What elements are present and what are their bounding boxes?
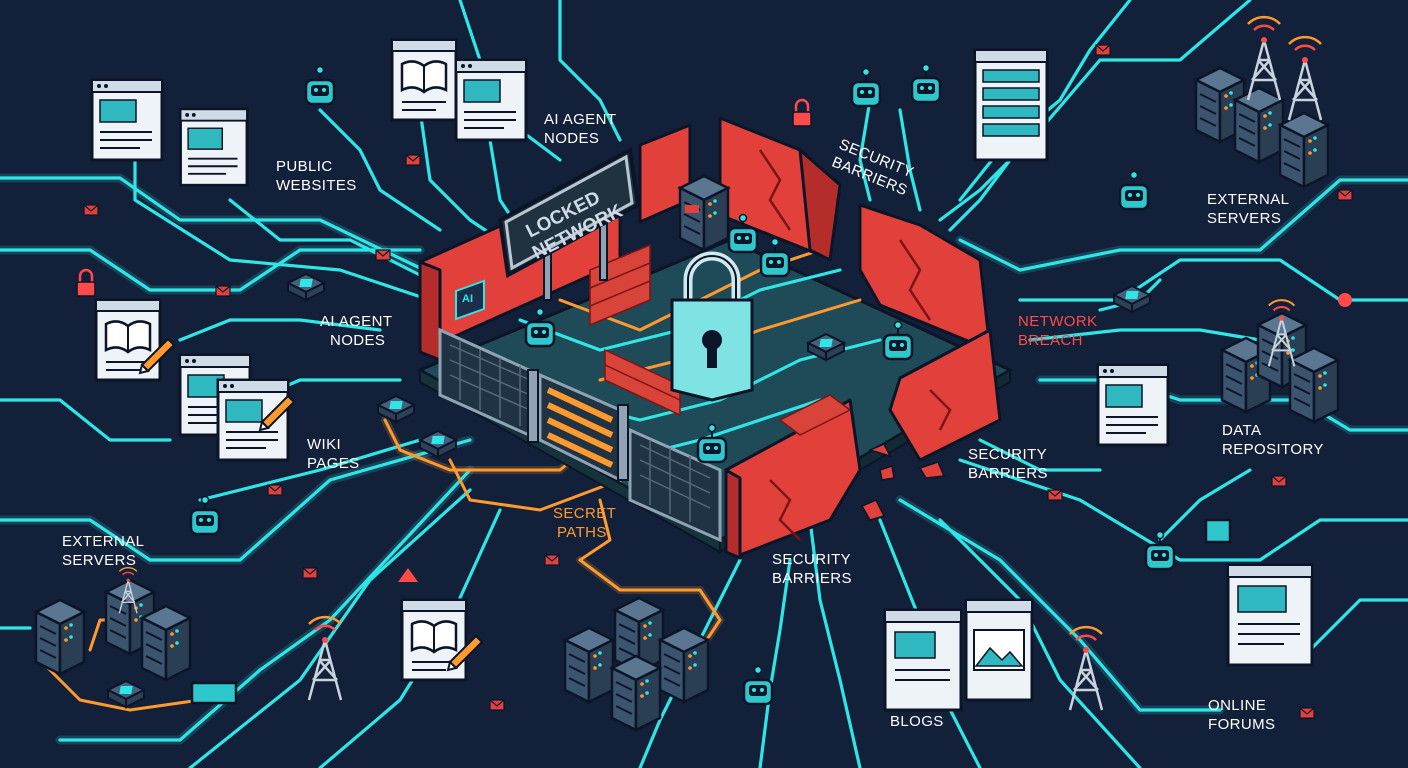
server-rack-icon xyxy=(140,604,192,682)
envelope-icon xyxy=(1271,475,1287,487)
locked-network-enclosure: AI xyxy=(377,116,1014,560)
robot-icon xyxy=(1118,170,1150,211)
envelope-icon xyxy=(1299,707,1315,719)
robot-icon xyxy=(1144,530,1176,571)
envelope-icon xyxy=(1095,44,1111,56)
envelope-icon xyxy=(1047,489,1063,501)
browser-window-icon xyxy=(1096,363,1170,447)
ai-chip-label: AI xyxy=(462,293,473,305)
server-rack-icon xyxy=(1288,346,1340,424)
security-barriers-label: SECURITYBARRIERS xyxy=(829,136,917,199)
robot-icon xyxy=(910,63,942,104)
device-icon xyxy=(190,681,238,705)
device-icon xyxy=(1204,518,1232,544)
robot-icon xyxy=(304,65,336,106)
right-nodes xyxy=(850,15,1340,712)
envelope-icon xyxy=(489,699,505,711)
server-rack-icon xyxy=(34,598,86,676)
radio-tower-icon xyxy=(1287,35,1323,122)
padlock-icon xyxy=(670,251,754,402)
envelope-icon xyxy=(375,249,391,261)
alert-icon xyxy=(1338,293,1352,307)
browser-window-icon xyxy=(454,58,528,142)
server-rack-icon xyxy=(1278,111,1330,189)
envelope-icon xyxy=(544,554,560,566)
left-nodes xyxy=(34,38,774,732)
envelope-icon xyxy=(302,567,318,579)
browser-window-icon xyxy=(90,78,164,162)
padlock-icon xyxy=(791,98,813,128)
blogs-label: BLOGS xyxy=(890,713,944,730)
robot-icon xyxy=(189,495,221,536)
envelope-icon xyxy=(267,484,283,496)
browser-window-icon xyxy=(216,378,290,462)
chip-icon xyxy=(1113,285,1151,313)
scattered-markers xyxy=(75,44,1353,719)
browser-window-icon xyxy=(973,48,1049,162)
envelope-icon xyxy=(215,285,231,297)
server-rack-icon xyxy=(658,626,710,704)
server-rack-icon xyxy=(610,654,662,732)
book-page-icon xyxy=(390,38,458,122)
gate-fence xyxy=(438,327,722,543)
chip-icon xyxy=(287,273,325,301)
envelope-icon xyxy=(405,154,421,166)
chip-icon xyxy=(107,680,145,708)
browser-window-icon xyxy=(883,608,963,712)
browser-window-icon xyxy=(179,107,249,187)
robot-icon xyxy=(850,67,882,108)
envelope-icon xyxy=(1337,189,1353,201)
ai-chip-icon: AI xyxy=(455,279,485,321)
server-rack-icon xyxy=(563,626,615,704)
image-icon xyxy=(964,598,1034,702)
radio-tower-icon xyxy=(1246,15,1282,102)
browser-window-icon xyxy=(1226,563,1314,667)
server-rack-icon xyxy=(1233,86,1285,164)
padlock-icon xyxy=(75,268,97,298)
robot-icon xyxy=(742,665,774,706)
envelope-icon xyxy=(83,204,99,216)
warning-icon xyxy=(398,568,418,582)
